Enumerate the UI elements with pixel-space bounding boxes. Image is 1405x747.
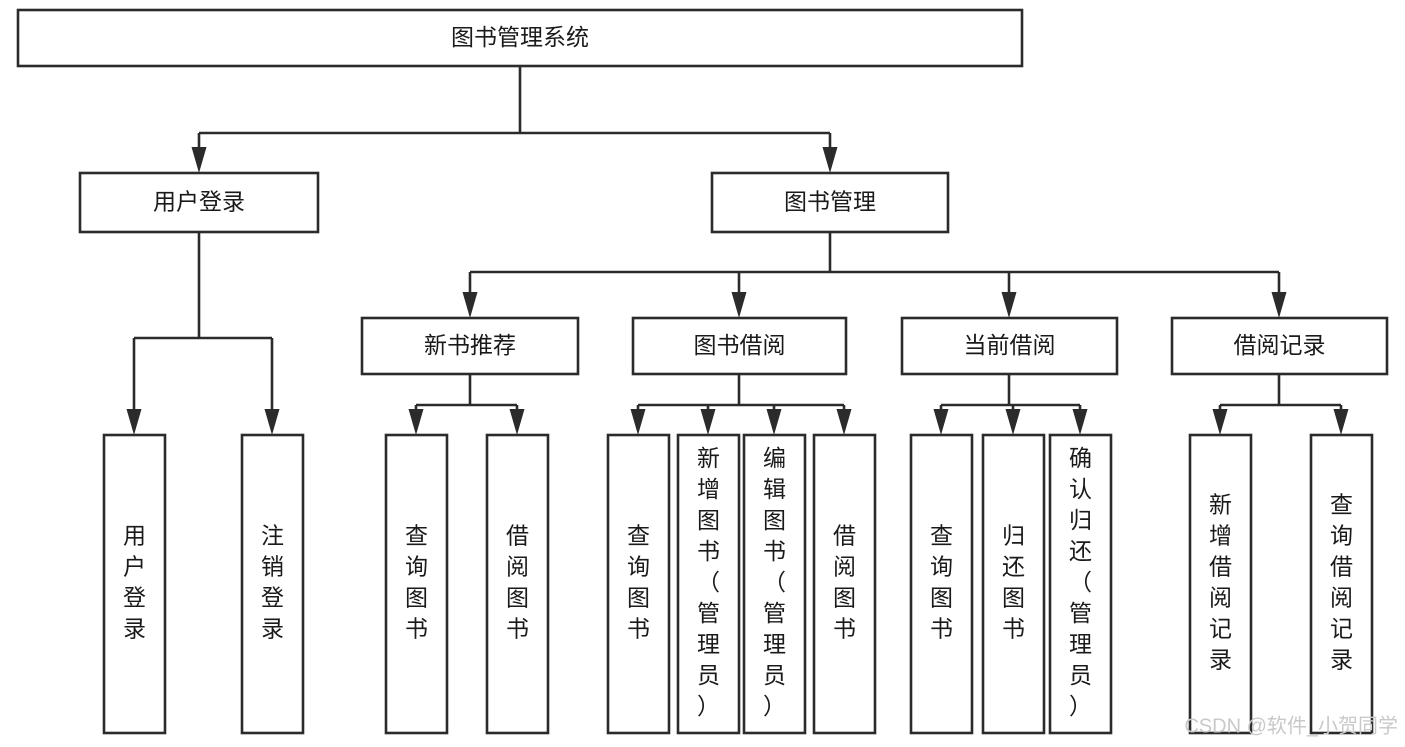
connector-current-borrow [933,374,1088,435]
node-label: 查询图书 [930,523,953,642]
connector-book-manage [462,232,1287,318]
node-box [900,316,1119,376]
arrow-head-icon [630,409,646,435]
arrow-head-icon [1001,292,1017,318]
arrow-head-icon [1005,409,1021,435]
node-box [631,316,848,376]
node-borrow-record[interactable]: 借阅记录 [1170,316,1389,376]
arrow-head-icon [191,147,207,173]
node-label: 用户登录 [123,523,146,642]
node-label: 新书推荐 [424,332,516,358]
node-box [606,433,671,735]
node-root[interactable]: 图书管理系统 [16,8,1024,68]
node-box [710,171,950,234]
arrow-head-icon [462,292,478,318]
connector-user-login [126,232,280,435]
node-leaf-return-book[interactable]: 归还图书 [981,433,1046,735]
node-label: 查询图书 [405,523,428,642]
connector-borrow-record [1212,374,1349,435]
node-leaf-borrow-book-1[interactable]: 借阅图书 [485,433,550,735]
node-label: 查询图书 [627,523,650,642]
node-box [676,433,741,735]
connector-new-book-recommend [408,374,525,435]
arrow-head-icon [126,409,142,435]
node-label: 图书管理系统 [451,24,589,50]
node-book-borrow[interactable]: 图书借阅 [631,316,848,376]
node-leaf-query-book-1[interactable]: 查询图书 [384,433,449,735]
arrow-head-icon [1072,409,1088,435]
node-label: 编辑图书（管理员） [763,445,786,719]
node-book-manage[interactable]: 图书管理 [710,171,950,234]
node-box [102,433,167,735]
arrow-head-icon [700,409,716,435]
node-label: 注销登录 [261,523,284,642]
node-label: 借阅图书 [506,523,529,642]
node-label: 图书借阅 [694,332,786,358]
node-new-book-recommend[interactable]: 新书推荐 [360,316,580,376]
connector-root [191,66,838,173]
node-box [360,316,580,376]
node-box [981,433,1046,735]
node-box [812,433,877,735]
node-box [1170,316,1389,376]
node-box [1048,433,1113,735]
arrow-head-icon [836,409,852,435]
node-leaf-query-book-3[interactable]: 查询图书 [909,433,974,735]
node-box [485,433,550,735]
node-box [78,171,320,234]
connectors-layer [126,66,1349,435]
node-user-login[interactable]: 用户登录 [78,171,320,234]
node-box [909,433,974,735]
node-label: 用户登录 [153,189,245,215]
arrow-head-icon [822,147,838,173]
node-current-borrow[interactable]: 当前借阅 [900,316,1119,376]
node-label: 归还图书 [1002,523,1025,642]
node-label: 新增借阅记录 [1209,492,1232,673]
arrow-head-icon [1212,409,1228,435]
node-label: 确认归还（管理员） [1069,445,1092,719]
node-box [384,433,449,735]
csdn-watermark: CSDN @软件_小贺同学 [1184,714,1398,737]
node-leaf-user-logout[interactable]: 注销登录 [240,433,305,735]
node-box [16,8,1024,68]
node-leaf-query-record[interactable]: 查询借阅记录 [1309,433,1374,735]
arrow-head-icon [509,409,525,435]
node-label: 当前借阅 [964,332,1056,358]
arrow-head-icon [731,292,747,318]
nodes-layer: 图书管理系统用户登录图书管理新书推荐图书借阅当前借阅借阅记录用户登录注销登录查询… [16,8,1389,735]
node-leaf-user-login[interactable]: 用户登录 [102,433,167,735]
node-leaf-borrow-book-2[interactable]: 借阅图书 [812,433,877,735]
node-label: 查询借阅记录 [1330,492,1353,673]
node-label: 图书管理 [784,189,876,215]
node-leaf-confirm-return[interactable]: 确认归还（管理员） [1048,433,1113,735]
node-box [1188,433,1253,735]
node-leaf-add-record[interactable]: 新增借阅记录 [1188,433,1253,735]
node-label: 借阅记录 [1234,332,1326,358]
node-leaf-query-book-2[interactable]: 查询图书 [606,433,671,735]
node-leaf-add-book[interactable]: 新增图书（管理员） [676,433,741,735]
arrow-head-icon [933,409,949,435]
arrow-head-icon [1271,292,1287,318]
arrow-head-icon [1333,409,1349,435]
arrow-head-icon [766,409,782,435]
node-box [742,433,807,735]
node-label: 新增图书（管理员） [697,445,720,719]
arrow-head-icon [264,409,280,435]
node-leaf-edit-book[interactable]: 编辑图书（管理员） [742,433,807,735]
node-box [240,433,305,735]
node-box [1309,433,1374,735]
connector-book-borrow [630,374,852,435]
node-label: 借阅图书 [833,523,856,642]
arrow-head-icon [408,409,424,435]
